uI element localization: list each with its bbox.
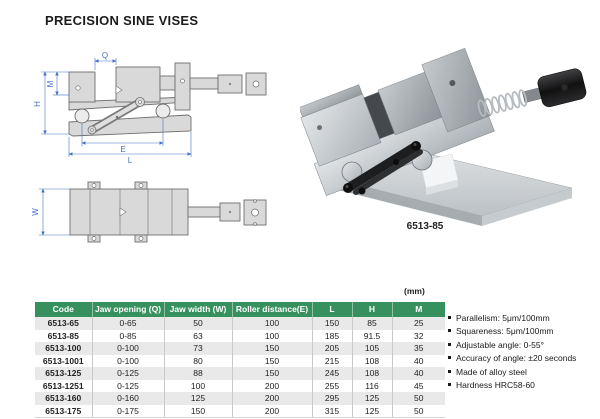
photo-code-label: 6513-85 (406, 221, 444, 232)
spec-cell: 6513-85 (35, 329, 92, 342)
spec-cell: 215 (311, 354, 352, 367)
feature-item: Hardness HRC58-60 (448, 379, 576, 392)
spec-cell: 150 (311, 317, 352, 330)
column-header: Roller distance(E) (231, 302, 312, 317)
spec-cell: 40 (391, 354, 445, 367)
spec-cell: 0-175 (91, 404, 164, 418)
page-title: PRECISION SINE VISES (45, 13, 199, 28)
spec-cell: 125 (163, 392, 232, 405)
feature-item: Accuracy of angle: ±20 seconds (448, 352, 576, 365)
spec-cell: 88 (163, 367, 232, 380)
spec-cell: 200 (231, 404, 312, 418)
column-header: Jaw width (W) (163, 302, 232, 317)
roller-icon (74, 108, 90, 124)
spec-cell: 315 (311, 404, 352, 418)
spec-cell: 35 (391, 342, 445, 355)
spec-cell: 100 (231, 317, 312, 330)
spec-cell: 32 (391, 329, 445, 342)
spec-cell: 108 (351, 367, 392, 380)
spec-cell: 150 (231, 354, 312, 367)
spec-cell: 100 (163, 379, 232, 392)
product-photo (300, 47, 587, 226)
column-header: Code (35, 302, 92, 317)
spec-cell: 245 (311, 367, 352, 380)
spec-cell: 40 (391, 367, 445, 380)
spec-cell: 0-100 (91, 354, 164, 367)
column-header: M (391, 302, 445, 317)
spec-cell: 50 (391, 404, 445, 418)
spec-cell: 125 (351, 392, 392, 405)
spec-cell: 85 (351, 317, 392, 330)
spec-cell: 6513-175 (35, 404, 92, 418)
spec-cell: 205 (311, 342, 352, 355)
dim-label-l: L (128, 156, 133, 165)
spec-cell: 0-85 (91, 329, 164, 342)
dim-label-h: H (33, 101, 42, 107)
spec-cell: 50 (391, 392, 445, 405)
spec-cell: 73 (163, 342, 232, 355)
spec-cell: 6513-1001 (35, 354, 92, 367)
feature-item: Parallelism: 5μm/100mm (448, 312, 576, 325)
spec-cell: 6513-100 (35, 342, 92, 355)
spec-cell: 25 (391, 317, 445, 330)
spec-cell: 6513-65 (35, 317, 92, 330)
spec-cell: 185 (311, 329, 352, 342)
dim-label-w: W (31, 208, 40, 216)
spec-cell: 200 (231, 392, 312, 405)
spec-cell: 100 (231, 329, 312, 342)
spec-cell: 0-125 (91, 367, 164, 380)
spec-cell: 6513-125 (35, 367, 92, 380)
spec-cell: 6513-160 (35, 392, 92, 405)
column-header: L (311, 302, 352, 317)
spec-cell: 80 (163, 354, 232, 367)
feature-item: Made of alloy steel (448, 366, 576, 379)
unit-label: (mm) (404, 286, 425, 296)
dim-label-q: Q (102, 51, 108, 60)
hole-icon (75, 85, 81, 91)
roller-icon (155, 103, 171, 119)
spec-cell: 295 (311, 392, 352, 405)
spec-cell: 150 (231, 342, 312, 355)
spec-cell: 255 (311, 379, 352, 392)
spec-cell: 0-160 (91, 392, 164, 405)
spec-cell: 150 (231, 367, 312, 380)
column-header: H (351, 302, 392, 317)
dim-label-m: M (46, 80, 55, 87)
spec-cell: 116 (351, 379, 392, 392)
spec-cell: 150 (163, 404, 232, 418)
spec-cell: 91.5 (351, 329, 392, 342)
spec-cell: 0-125 (91, 379, 164, 392)
feature-item: Squareness: 5μm/100mm (448, 325, 576, 338)
spec-cell: 45 (391, 379, 445, 392)
side-view-drawing: Q M H E L (33, 51, 267, 165)
spec-cell: 0-100 (91, 342, 164, 355)
spec-cell: 125 (351, 404, 392, 418)
linkage-arm (343, 141, 421, 193)
spec-cell: 6513-1251 (35, 379, 92, 392)
spec-cell: 0-65 (91, 317, 164, 330)
spec-cell: 105 (351, 342, 392, 355)
feature-item: Adjustable angle: 0-55° (448, 339, 576, 352)
spec-cell: 200 (231, 379, 312, 392)
dim-label-e: E (120, 145, 125, 154)
spec-cell: 108 (351, 354, 392, 367)
spec-cell: 63 (163, 329, 232, 342)
top-view-drawing: W (31, 181, 267, 243)
column-header: Jaw opening (Q) (91, 302, 164, 317)
spec-cell: 50 (163, 317, 232, 330)
